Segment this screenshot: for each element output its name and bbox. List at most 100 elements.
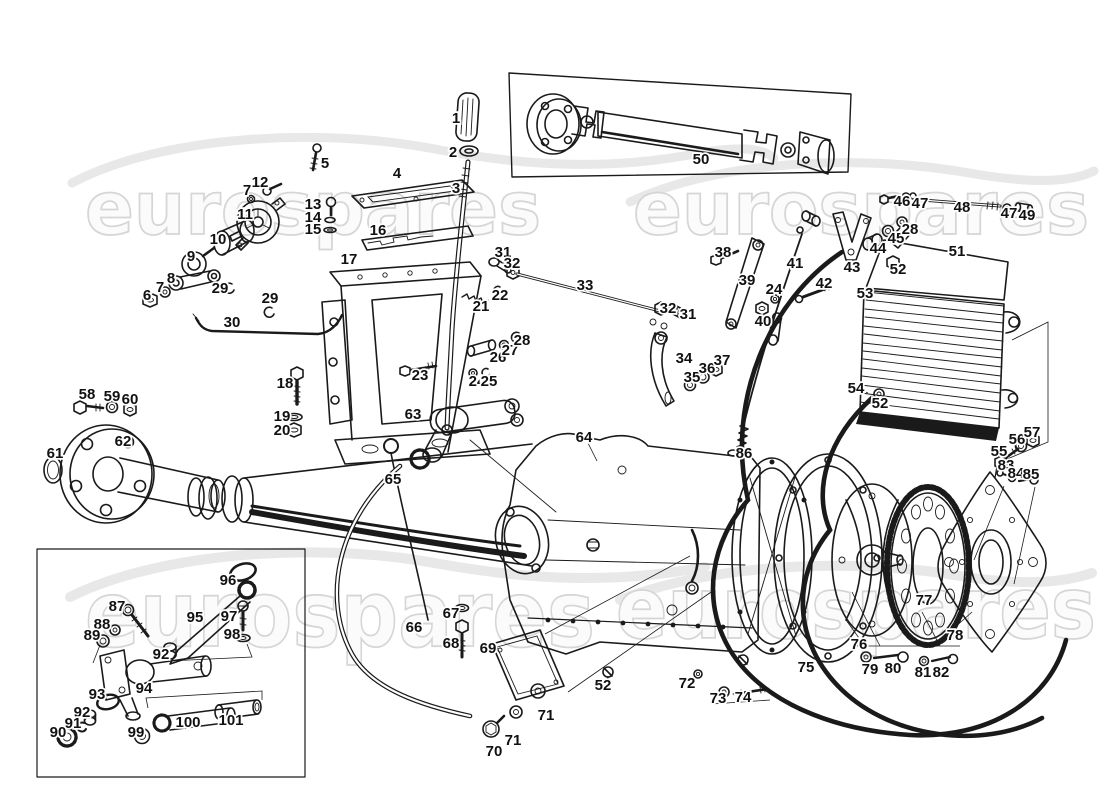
part-number-label: 8 [167,270,175,287]
transmission-case-64 [494,432,761,693]
output-flange-and-tail-housing [43,424,533,567]
part-number-label: 98 [224,626,241,643]
part-number-label: 37 [714,352,731,369]
part-number-label: 25 [481,373,498,390]
part-number-label: 12 [252,174,269,191]
filler-tube-and-dipstick [334,438,473,719]
part-number-label: 100 [175,714,200,731]
part-number-label: 52 [595,677,612,694]
part-number-label: 93 [89,686,106,703]
part-number-label: 9 [187,248,195,265]
part-number-label: 24 [766,281,783,298]
part-number-label: 73 [710,690,727,707]
part-number-label: 71 [538,707,555,724]
part-number-label: 79 [862,661,879,678]
torque-converter-group [731,453,1047,663]
part-number-label: 33 [577,277,594,294]
part-number-label: 51 [949,243,966,260]
part-number-label: 101 [218,712,243,729]
part-number-label: 94 [136,680,153,697]
servo-lever-63 [409,398,557,513]
part-number-label: 13 [305,196,322,213]
part-number-label: 92 [153,646,170,663]
part-number-label: 78 [947,627,964,644]
part-number-label: 54 [848,380,865,397]
part-number-label: 82 [933,664,950,681]
part-number-label: 28 [902,221,919,238]
part-number-label: 23 [412,367,429,384]
part-number-label: 31 [495,244,512,261]
part-number-label: 43 [844,259,861,276]
part-number-label: 22 [492,287,509,304]
part-number-label: 86 [736,445,753,462]
part-number-label: 4 [393,165,402,182]
part-number-label: 14 [305,209,322,226]
part-number-label: 42 [816,275,833,292]
part-number-label: 29 [262,290,279,307]
oil-cooler [710,225,1069,739]
part-number-label: 11 [237,206,253,223]
part-number-label: 7 [243,182,251,199]
part-number-label: 2 [449,144,457,161]
part-number-label: 95 [187,609,204,626]
part-number-label: 59 [104,388,121,405]
inset-box-driveshaft [508,72,852,178]
part-number-label: 71 [505,732,522,749]
part-number-label: 77 [916,592,933,609]
part-number-label: 74 [735,689,752,706]
part-number-label: 46 [894,193,911,210]
part-number-label: 6 [143,287,151,304]
part-number-label: 70 [486,743,503,760]
part-number-label: 27 [502,342,519,359]
part-number-label: 17 [341,251,358,268]
part-number-label: 85 [1023,466,1040,483]
part-number-label: 64 [576,429,593,446]
part-number-label: 49 [1019,207,1036,224]
part-number-label: 41 [787,255,804,272]
part-number-label: 80 [885,660,902,677]
part-number-label: 81 [915,664,932,681]
inset-box-speedo-drive [36,548,306,778]
part-number-label: 75 [798,659,815,676]
part-number-label: 10 [210,231,227,248]
line-art-layer [36,72,1069,778]
part-number-label: 96 [220,572,237,589]
part-number-label: 38 [715,244,732,261]
watermark-swoosh [625,158,1099,207]
part-number-label: 99 [128,724,145,741]
part-number-label: 67 [443,605,460,622]
part-number-label: 50 [693,151,710,168]
part-number-label: 62 [115,433,132,450]
part-number-label: 57 [1024,424,1041,441]
watermark-swoosh [65,547,710,602]
part-number-label: 29 [212,280,229,297]
part-number-label: 32 [504,255,521,272]
part-number-label: 65 [385,471,402,488]
part-number-label: 30 [224,314,241,331]
part-number-label: 7 [156,279,164,296]
part-number-label: 36 [699,360,716,377]
part-number-label: 61 [47,445,64,462]
part-number-label: 34 [676,350,693,367]
part-number-label: 47 [1001,205,1018,222]
part-number-label: 5 [321,155,329,172]
part-number-label: 63 [405,406,422,423]
part-number-label: 16 [370,222,387,239]
part-number-label: 26 [490,349,507,366]
part-number-label: 55 [991,443,1008,460]
selector-linkage [399,192,1034,457]
part-number-label: 24 [469,373,486,390]
part-number-label: 45 [888,230,905,247]
part-number-label: 15 [305,221,322,238]
part-number-label: 87 [109,598,126,615]
part-number-label: 47 [912,195,929,212]
part-number-label: 28 [514,332,531,349]
oil-hose-54 [800,395,1045,739]
part-number-label: 66 [406,619,423,636]
part-number-label: 72 [679,675,696,692]
part-number-label: 76 [851,636,868,653]
part-number-label: 83 [998,457,1015,474]
part-number-label: 31 [680,306,697,323]
